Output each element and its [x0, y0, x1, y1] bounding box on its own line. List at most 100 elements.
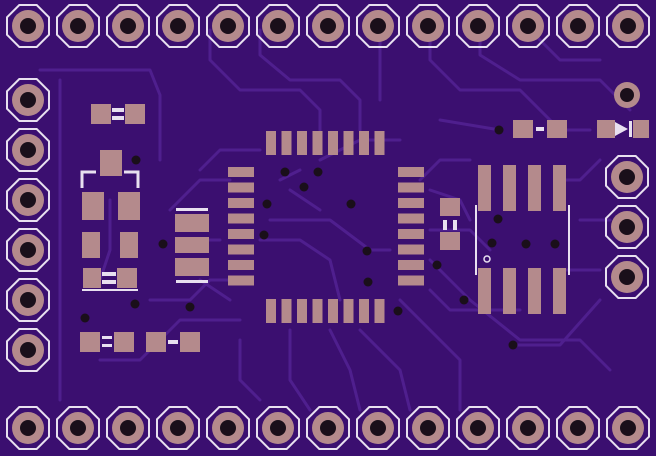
header-pin[interactable] [406, 406, 450, 450]
header-pin[interactable] [6, 228, 50, 272]
header-pin[interactable] [206, 406, 250, 450]
mcu-pad[interactable] [312, 299, 323, 323]
mcu-pad[interactable] [398, 213, 424, 224]
regulator-pad[interactable] [175, 214, 209, 232]
soic-pad[interactable] [528, 165, 541, 211]
crystal-pad[interactable] [100, 150, 122, 176]
soic-pad[interactable] [553, 165, 566, 211]
regulator-pad[interactable] [175, 237, 209, 253]
header-pin[interactable] [206, 4, 250, 48]
capacitor-pad[interactable] [440, 232, 460, 250]
mcu-pad[interactable] [297, 131, 307, 155]
header-pin[interactable] [6, 328, 50, 372]
header-pin[interactable] [106, 406, 150, 450]
via [259, 230, 269, 240]
mcu-pad[interactable] [266, 131, 276, 155]
mcu-pad[interactable] [398, 167, 424, 177]
header-pin[interactable] [356, 4, 400, 48]
mcu-pad[interactable] [228, 244, 254, 255]
crystal-pad[interactable] [82, 192, 104, 220]
crystal-pad[interactable] [82, 232, 100, 258]
mcu-pad[interactable] [228, 229, 254, 239]
header-pin[interactable] [6, 406, 50, 450]
mcu-pad[interactable] [398, 229, 424, 239]
resistor-pad[interactable] [547, 120, 567, 138]
header-pin[interactable] [6, 278, 50, 322]
mcu-pad[interactable] [398, 260, 424, 270]
capacitor-pad[interactable] [114, 332, 134, 352]
header-pin[interactable] [56, 406, 100, 450]
mcu-pad[interactable] [266, 299, 276, 323]
mcu-pad[interactable] [398, 198, 424, 208]
mcu-pad[interactable] [228, 213, 254, 224]
header-pin[interactable] [306, 4, 350, 48]
mcu-pad[interactable] [359, 131, 369, 155]
capacitor-pad[interactable] [80, 332, 100, 352]
mcu-pad[interactable] [228, 260, 254, 270]
header-pin[interactable] [106, 4, 150, 48]
soic-pad[interactable] [553, 268, 566, 314]
mcu-pad[interactable] [228, 275, 254, 286]
mcu-pad[interactable] [297, 299, 307, 323]
mcu-pad[interactable] [359, 299, 369, 323]
mcu-pad[interactable] [398, 244, 424, 255]
header-pin[interactable] [256, 4, 300, 48]
crystal-pad[interactable] [83, 268, 101, 288]
mcu-pad[interactable] [398, 182, 424, 193]
resistor-pad[interactable] [513, 120, 533, 138]
header-pin[interactable] [456, 4, 500, 48]
mcu-pad[interactable] [343, 131, 354, 155]
mcu-pad[interactable] [228, 182, 254, 193]
mcu-pad[interactable] [281, 131, 292, 155]
mcu-pad[interactable] [328, 299, 338, 323]
soic-pad[interactable] [478, 165, 491, 211]
header-pin[interactable] [606, 4, 650, 48]
header-pin[interactable] [456, 406, 500, 450]
led-pad[interactable] [633, 120, 649, 138]
header-pin[interactable] [606, 406, 650, 450]
header-pin[interactable] [56, 4, 100, 48]
capacitor-pad[interactable] [440, 198, 460, 216]
mcu-pad[interactable] [312, 131, 323, 155]
led-pad[interactable] [597, 120, 615, 138]
capacitor-pad[interactable] [146, 332, 166, 352]
header-pin[interactable] [356, 406, 400, 450]
soic-pad[interactable] [528, 268, 541, 314]
header-pin[interactable] [6, 128, 50, 172]
silk-outline [506, 4, 550, 48]
via [459, 295, 469, 305]
soic-pad[interactable] [478, 268, 491, 314]
soic-pad[interactable] [503, 165, 516, 211]
soic-pad[interactable] [503, 268, 516, 314]
crystal-pad[interactable] [120, 232, 138, 258]
resistor-pad[interactable] [125, 104, 145, 124]
mcu-pad[interactable] [374, 299, 385, 323]
mcu-pad[interactable] [228, 167, 254, 177]
header-pin[interactable] [605, 255, 649, 299]
header-pin[interactable] [306, 406, 350, 450]
capacitor-pad[interactable] [180, 332, 200, 352]
mcu-pad[interactable] [228, 198, 254, 208]
mcu-pad[interactable] [328, 131, 338, 155]
mcu-pad[interactable] [281, 299, 292, 323]
header-pin[interactable] [506, 4, 550, 48]
header-pin[interactable] [605, 155, 649, 199]
header-pin[interactable] [6, 78, 50, 122]
crystal-pad[interactable] [117, 268, 137, 288]
header-pin[interactable] [6, 178, 50, 222]
crystal-pad[interactable] [118, 192, 140, 220]
mcu-pad[interactable] [374, 131, 385, 155]
mcu-pad[interactable] [398, 275, 424, 286]
regulator-pad[interactable] [175, 258, 209, 276]
header-pin[interactable] [406, 4, 450, 48]
mcu-pad[interactable] [343, 299, 354, 323]
header-pin[interactable] [506, 406, 550, 450]
header-pin[interactable] [156, 406, 200, 450]
header-pin[interactable] [6, 4, 50, 48]
header-pin[interactable] [605, 205, 649, 249]
resistor-pad[interactable] [91, 104, 111, 124]
header-pin[interactable] [556, 406, 600, 450]
header-pin[interactable] [256, 406, 300, 450]
header-pin[interactable] [156, 4, 200, 48]
header-pin[interactable] [556, 4, 600, 48]
